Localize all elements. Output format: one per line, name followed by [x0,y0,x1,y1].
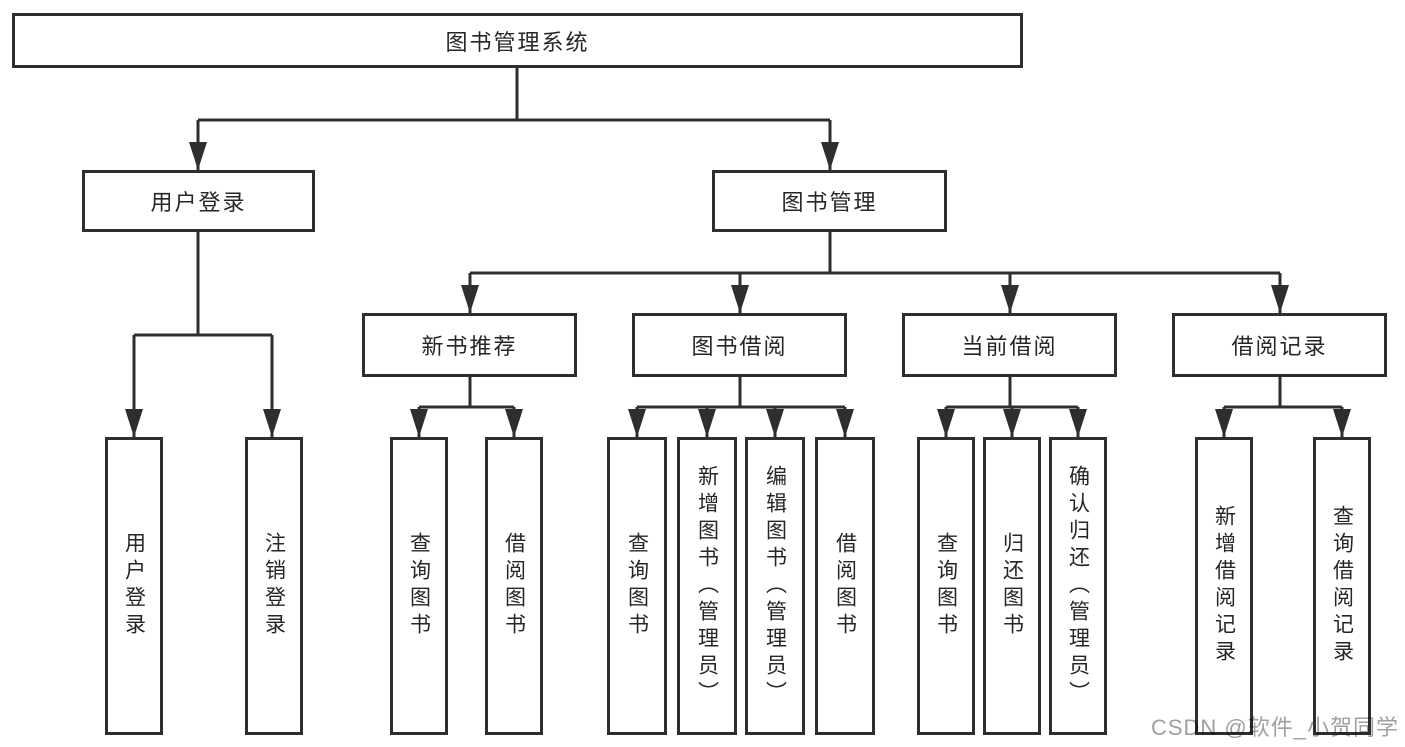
arrowhead-icon [1271,285,1289,313]
arrowhead-icon [836,409,854,437]
arrowhead-icon [263,409,281,437]
arrowhead-icon [698,409,716,437]
connector-lines [132,68,1344,437]
leaf-borrow-books: 借阅图书 [815,437,875,735]
leaf-query-books-recommend: 查询图书 [390,437,448,735]
leaf-label: 用户登录 [122,532,146,640]
node-user-login: 用户登录 [82,170,315,232]
leaf-label: 查询图书 [934,532,958,640]
arrowhead-icon [1003,409,1021,437]
leaf-label: 借阅图书 [833,532,857,640]
leaf-label: 借阅图书 [502,532,526,640]
leaf-label: 新增图书（管理员） [695,464,719,708]
node-label: 当前借阅 [961,334,1058,359]
node-label: 用户登录 [150,190,247,215]
arrowheads [125,142,1351,437]
leaf-label: 确认归还（管理员） [1066,464,1090,708]
arrowhead-icon [731,285,749,313]
node-label: 借阅记录 [1231,334,1328,359]
leaf-confirm-return-admin: 确认归还（管理员） [1049,437,1107,735]
node-current-borrow: 当前借阅 [902,313,1117,377]
node-book-borrow: 图书借阅 [632,313,847,377]
leaf-edit-book-admin: 编辑图书（管理员） [745,437,805,735]
arrowhead-icon [125,409,143,437]
arrowhead-icon [766,409,784,437]
arrowhead-icon [505,409,523,437]
node-borrow-records: 借阅记录 [1172,313,1387,377]
node-label: 图书借阅 [691,334,788,359]
leaf-label: 新增借阅记录 [1212,505,1236,667]
node-system-root: 图书管理系统 [12,13,1023,68]
arrowhead-icon [628,409,646,437]
leaf-label: 注销登录 [262,532,286,640]
arrowhead-icon [1215,409,1233,437]
leaf-label: 查询借阅记录 [1330,505,1354,667]
node-book-management: 图书管理 [712,170,947,232]
leaf-label: 查询图书 [625,532,649,640]
node-new-book-recommend: 新书推荐 [362,313,577,377]
node-label: 图书管理 [781,190,878,215]
leaf-return-books: 归还图书 [983,437,1041,735]
leaf-add-book-admin: 新增图书（管理员） [677,437,737,735]
leaf-query-books-borrow: 查询图书 [607,437,667,735]
csdn-watermark: CSDN @软件_小贺同学 [1150,715,1399,740]
arrowhead-icon [821,142,839,170]
leaf-user-login: 用户登录 [105,437,163,735]
arrowhead-icon [1069,409,1087,437]
leaf-logout: 注销登录 [245,437,303,735]
leaf-label: 归还图书 [1000,532,1024,640]
arrowhead-icon [461,285,479,313]
node-label: 新书推荐 [421,334,518,359]
leaf-label: 查询图书 [407,532,431,640]
arrowhead-icon [1001,285,1019,313]
leaf-label: 编辑图书（管理员） [763,464,787,708]
leaf-query-books-current: 查询图书 [917,437,975,735]
leaf-add-borrow-record: 新增借阅记录 [1195,437,1253,735]
arrowhead-icon [1333,409,1351,437]
node-label: 图书管理系统 [445,29,590,55]
leaf-query-borrow-record: 查询借阅记录 [1313,437,1371,735]
arrowhead-icon [410,409,428,437]
leaf-borrow-books-recommend: 借阅图书 [485,437,543,735]
arrowhead-icon [937,409,955,437]
arrowhead-icon [189,142,207,170]
